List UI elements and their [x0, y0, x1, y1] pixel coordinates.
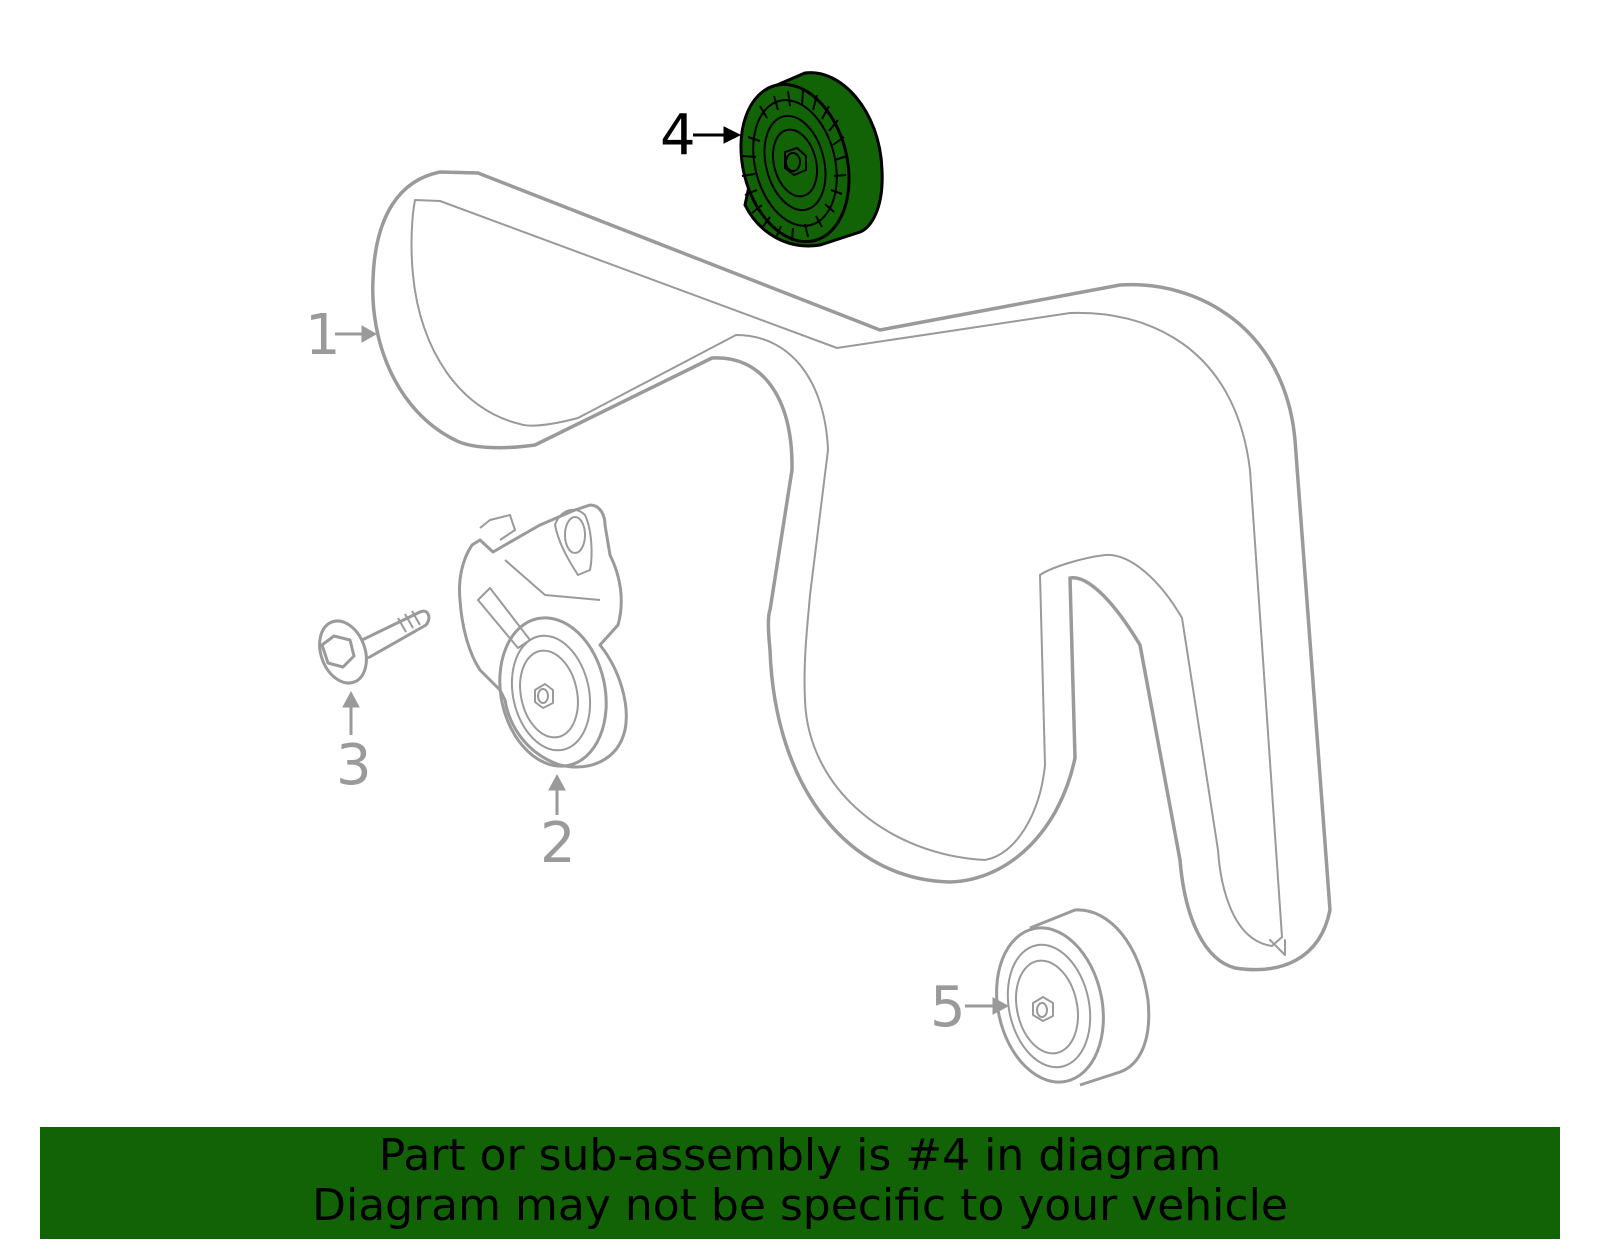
callout-label-2[interactable]: 2 [540, 811, 576, 876]
callout-arrow-1 [335, 325, 378, 343]
notice-banner: Part or sub-assembly is #4 in diagram Di… [40, 1127, 1560, 1239]
callout-arrow-3 [342, 690, 360, 735]
banner-part-notice: Part or sub-assembly is #4 in diagram [378, 1130, 1222, 1181]
tensioner-bolt[interactable] [311, 609, 431, 690]
callout-arrow-4 [693, 126, 742, 144]
banner-disclaimer: Diagram may not be specific to your vehi… [312, 1180, 1288, 1231]
idler-pulley-lower[interactable] [983, 908, 1151, 1092]
idler-pulley-highlighted[interactable] [725, 71, 884, 254]
callout-label-3[interactable]: 3 [336, 733, 372, 798]
callout-label-1[interactable]: 1 [305, 303, 341, 368]
serpentine-belt[interactable] [371, 170, 1332, 972]
callout-label-5[interactable]: 5 [930, 975, 966, 1040]
callout-label-4[interactable]: 4 [660, 103, 696, 168]
belt-tensioner[interactable] [458, 503, 628, 776]
callout-arrow-5 [965, 997, 1010, 1015]
callout-arrow-2 [548, 773, 566, 815]
